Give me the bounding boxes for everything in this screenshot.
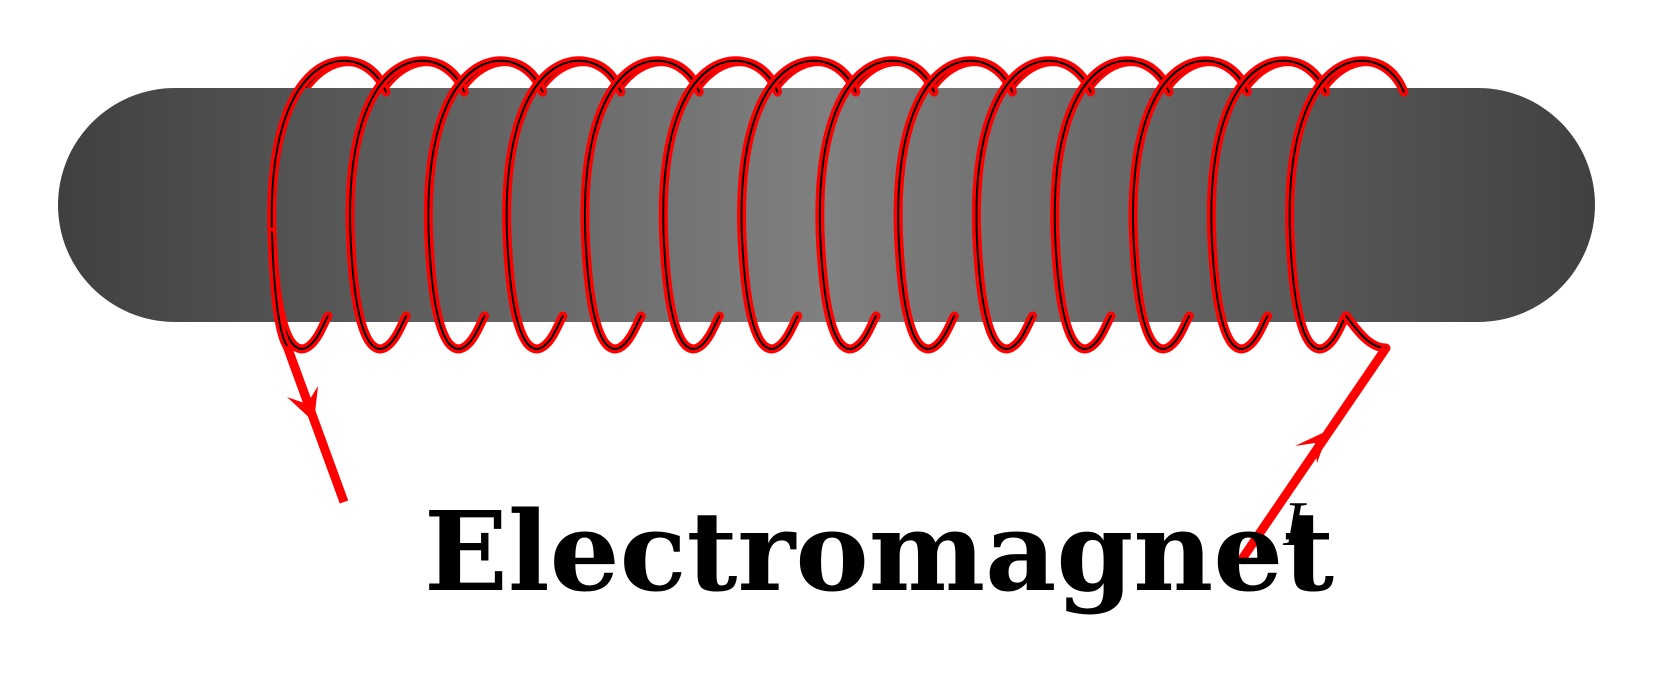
current-label: I	[1282, 488, 1307, 559]
current-arrow-down-icon	[287, 386, 318, 422]
coil-turn-front	[1285, 56, 1409, 354]
coil-turn-front	[1206, 56, 1331, 354]
coil-turn-front	[893, 56, 1017, 354]
coil-turn-front	[423, 56, 548, 354]
coil-turn-front	[1128, 56, 1252, 354]
coil-turn-front	[502, 56, 626, 354]
coil-front	[267, 56, 1409, 354]
coil-start-connection	[267, 227, 292, 351]
coil-turn-front	[815, 56, 939, 354]
coil-turn-front	[345, 56, 469, 354]
coil-turn-front	[658, 56, 782, 354]
coil-turn-front	[972, 56, 1096, 354]
diagram-title: Electromagnet	[424, 487, 1334, 616]
coil-turn-front	[737, 56, 861, 354]
coil-turn-front	[580, 56, 704, 354]
lead-wire-left	[282, 344, 349, 504]
coil-turn-front	[1050, 56, 1174, 354]
current-arrow-up-icon	[1295, 430, 1329, 463]
lead-wire-right	[1236, 345, 1390, 565]
